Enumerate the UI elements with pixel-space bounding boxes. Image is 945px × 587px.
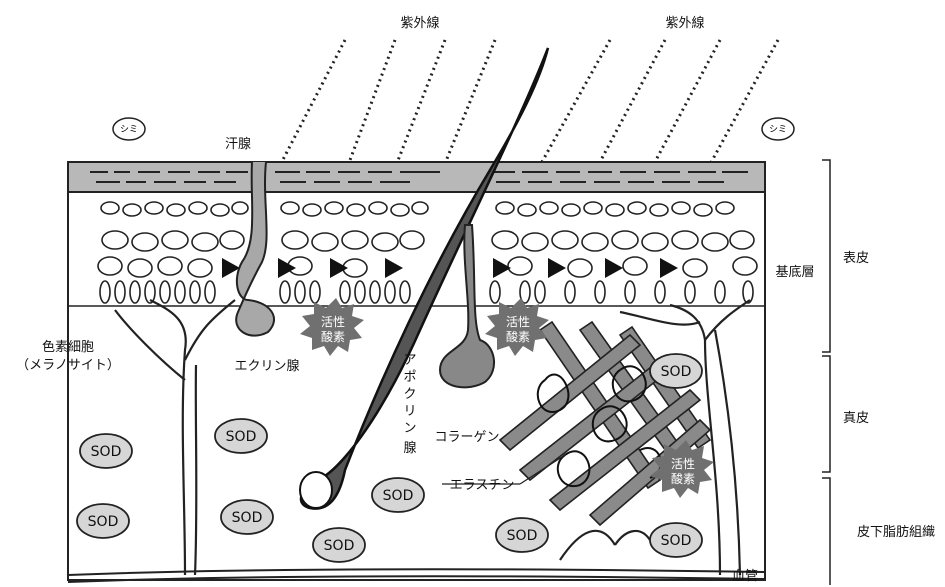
apocrine-char: ク [403,387,416,402]
layer-brackets [822,160,830,585]
blood-vessel-label: 血管 [732,569,758,584]
uv-label-2: 紫外線 [665,15,704,31]
collagen-label: コラーゲン [434,430,499,445]
apocrine-char: 腺 [403,441,416,456]
elastin-label: エラスチン [450,478,515,493]
ros-label-2b: 酸素 [506,329,530,344]
melanocyte-label-2: （メラノサイト） [16,358,120,373]
dermis-label: 真皮 [843,411,869,426]
ros-label-3b: 酸素 [671,471,695,486]
sod-label: SOD [661,364,692,380]
uv-label-1: 紫外線 [400,15,439,31]
ros-label-3a: 活性 [671,457,695,471]
ros-label-2a: 活性 [506,315,530,329]
ros-label-1a: 活性 [321,315,345,329]
hair-bulb [300,472,332,508]
sod-label: SOD [383,488,414,504]
stratum-corneum [68,162,765,192]
sod-label: SOD [232,510,263,526]
spot-label-left: シミ [120,125,138,135]
sod-label: SOD [88,514,119,530]
epidermis-label: 表皮 [843,251,869,266]
sod-label: SOD [507,528,538,544]
apocrine-char: ア [403,353,416,368]
sod-label: SOD [661,533,692,549]
sod-label: SOD [226,429,257,445]
melanocyte-label-1: 色素細胞 [42,339,94,355]
spot-label-right: シミ [769,125,787,135]
sod-label: SOD [324,538,355,554]
sweat-gland-label: 汗腺 [225,137,251,152]
ros-label-1b: 酸素 [321,329,345,344]
eccrine-label: エクリン腺 [234,359,299,374]
apocrine-char: リ [403,404,416,419]
subcutaneous-label: 皮下脂肪組織 [857,524,935,540]
apocrine-char: ン [403,421,416,436]
sod-label: SOD [91,444,122,460]
basal-layer-label: 基底層 [775,264,814,280]
apocrine-char: ポ [403,370,416,385]
